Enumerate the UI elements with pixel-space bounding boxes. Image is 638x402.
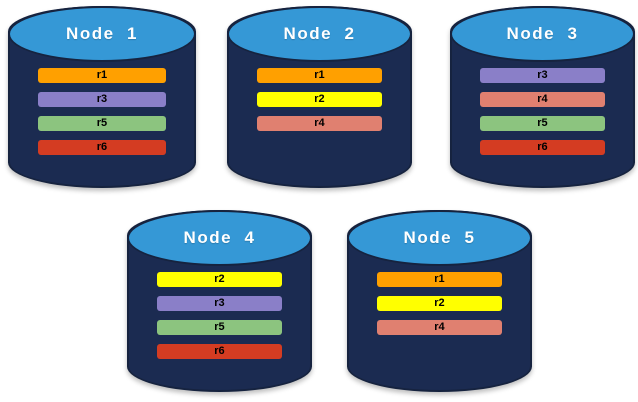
shard-bar[interactable]: r6	[479, 140, 606, 155]
shard-bar[interactable]: r2	[156, 272, 283, 287]
shard-bar[interactable]: r1	[256, 68, 383, 83]
shard-bar[interactable]: r4	[376, 320, 503, 335]
shard-bar[interactable]: r2	[376, 296, 503, 311]
cylinder-top-ellipse	[450, 6, 635, 62]
cylinder-top-ellipse	[8, 6, 196, 62]
shard-bar[interactable]: r5	[156, 320, 283, 335]
cylinder-top-ellipse	[347, 210, 532, 266]
shard-bar[interactable]: r6	[156, 344, 283, 359]
node-title: Node 1	[66, 24, 138, 43]
shard-bar[interactable]: r5	[38, 116, 166, 131]
shard-list: r1 r2 r4	[227, 68, 412, 131]
database-node-4[interactable]: Node 4 r2 r3 r5 r6	[127, 210, 312, 392]
shard-list: r2 r3 r5 r6	[127, 272, 312, 359]
shard-bar[interactable]: r3	[38, 92, 166, 107]
node-title: Node 5	[403, 228, 476, 247]
shard-bar[interactable]: r3	[479, 68, 606, 83]
node-title: Node 3	[506, 24, 579, 43]
shard-list: r1 r2 r4	[347, 272, 532, 335]
shard-bar[interactable]: r6	[38, 140, 166, 155]
shard-bar[interactable]: r1	[38, 68, 166, 83]
cylinder-top-ellipse	[227, 6, 412, 62]
database-node-5[interactable]: Node 5 r1 r2 r4	[347, 210, 532, 392]
shard-bar[interactable]: r2	[256, 92, 383, 107]
database-node-2[interactable]: Node 2 r1 r2 r4	[227, 6, 412, 188]
cylinder-top-ellipse	[127, 210, 312, 266]
shard-bar[interactable]: r1	[376, 272, 503, 287]
shard-bar[interactable]: r3	[156, 296, 283, 311]
database-node-3[interactable]: Node 3 r3 r4 r5 r6	[450, 6, 635, 188]
shard-bar[interactable]: r5	[479, 116, 606, 131]
shard-bar[interactable]: r4	[479, 92, 606, 107]
shard-list: r3 r4 r5 r6	[450, 68, 635, 155]
node-title: Node 2	[283, 24, 356, 43]
shard-list: r1 r3 r5 r6	[8, 68, 196, 155]
shard-bar[interactable]: r4	[256, 116, 383, 131]
database-node-1[interactable]: Node 1 r1 r3 r5 r6	[8, 6, 196, 188]
node-title: Node 4	[183, 228, 256, 247]
